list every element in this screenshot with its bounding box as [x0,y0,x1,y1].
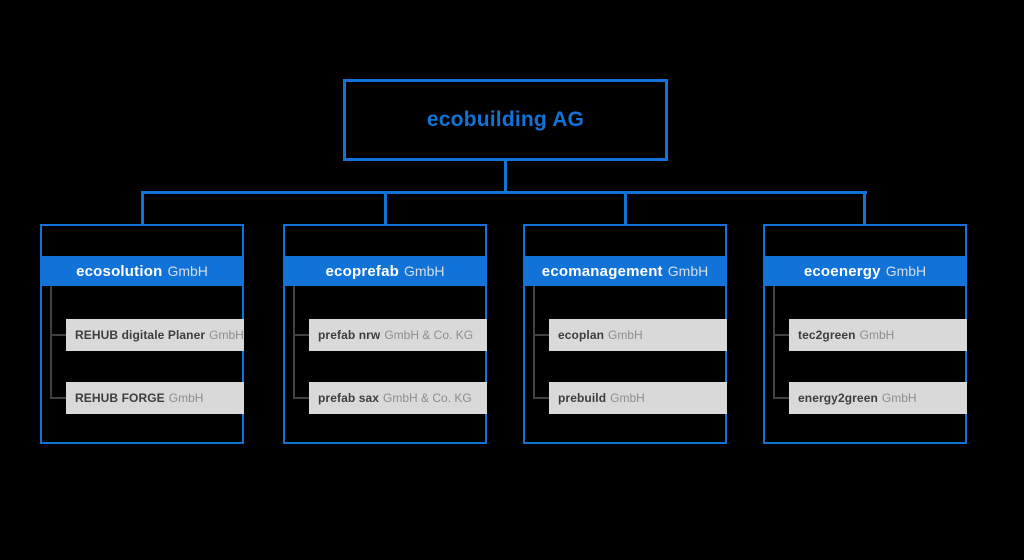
org-child-node: ecoplan GmbH [549,319,727,351]
child-connector-branch [293,397,309,399]
child-connector-branch [50,397,66,399]
org-group-ecoprefab: ecoprefab GmbH prefab nrw GmbH & Co. KG … [283,224,487,444]
child-suffix: GmbH [610,391,645,405]
group-name: ecomanagement [541,262,663,280]
group-header-bar: ecoprefab GmbH [285,256,485,286]
child-suffix: GmbH [881,391,917,405]
org-child-node: energy2green GmbH [789,382,967,414]
group-name: ecosolution [76,262,163,280]
child-name: prefab nrw [318,328,381,342]
group-header-bar: ecosolution GmbH [42,256,242,286]
child-connector-vertical [293,286,295,399]
org-group-ecomanagement: ecomanagement GmbH ecoplan GmbH prebuild… [523,224,727,444]
child-connector-branch [773,397,789,399]
child-connector-branch [533,397,549,399]
child-connector-vertical [533,286,535,399]
org-child-node: prefab nrw GmbH & Co. KG [309,319,487,351]
root-node-title: ecobuilding AG [426,108,585,131]
org-child-node: tec2green GmbH [789,319,967,351]
group-header-bar: ecomanagement GmbH [525,256,725,286]
root-node-ecobuilding: ecobuilding AG [343,79,668,161]
child-connector-vertical [773,286,775,399]
child-connector-branch [50,334,66,336]
connector-stub-ecoprefab [384,191,387,224]
child-name: prebuild [558,391,607,405]
connector-stub-ecosolution [141,191,144,224]
org-group-ecosolution: ecosolution GmbH REHUB digitale Planer G… [40,224,244,444]
connector-main-rail [141,191,867,194]
group-suffix: GmbH [885,263,927,279]
child-connector-branch [773,334,789,336]
child-name: prefab sax [318,391,380,405]
group-name: ecoprefab [325,262,400,280]
org-child-node: REHUB FORGE GmbH [66,382,244,414]
connector-root-drop [504,159,507,193]
child-connector-vertical [50,286,52,399]
group-suffix: GmbH [667,263,709,279]
connector-stub-ecoenergy [863,191,866,224]
child-name: REHUB digitale Planer [75,328,206,342]
group-header-bar: ecoenergy GmbH [765,256,965,286]
org-child-node: REHUB digitale Planer GmbH [66,319,244,351]
child-suffix: GmbH [608,328,643,342]
child-suffix: GmbH [209,328,244,342]
connector-stub-ecomanagement [624,191,627,224]
child-suffix: GmbH & Co. KG [384,328,474,342]
child-name: ecoplan [558,328,605,342]
group-name: ecoenergy [803,262,881,280]
child-connector-branch [293,334,309,336]
child-connector-branch [533,334,549,336]
child-name: REHUB FORGE [75,391,165,405]
org-child-node: prefab sax GmbH & Co. KG [309,382,487,414]
org-group-ecoenergy: ecoenergy GmbH tec2green GmbH energy2gre… [763,224,967,444]
org-child-node: prebuild GmbH [549,382,727,414]
child-name: tec2green [798,328,856,342]
child-suffix: GmbH & Co. KG [383,391,472,405]
child-suffix: GmbH [859,328,895,342]
group-suffix: GmbH [167,263,208,279]
group-suffix: GmbH [404,263,445,279]
child-name: energy2green [798,391,878,405]
child-suffix: GmbH [168,391,204,405]
